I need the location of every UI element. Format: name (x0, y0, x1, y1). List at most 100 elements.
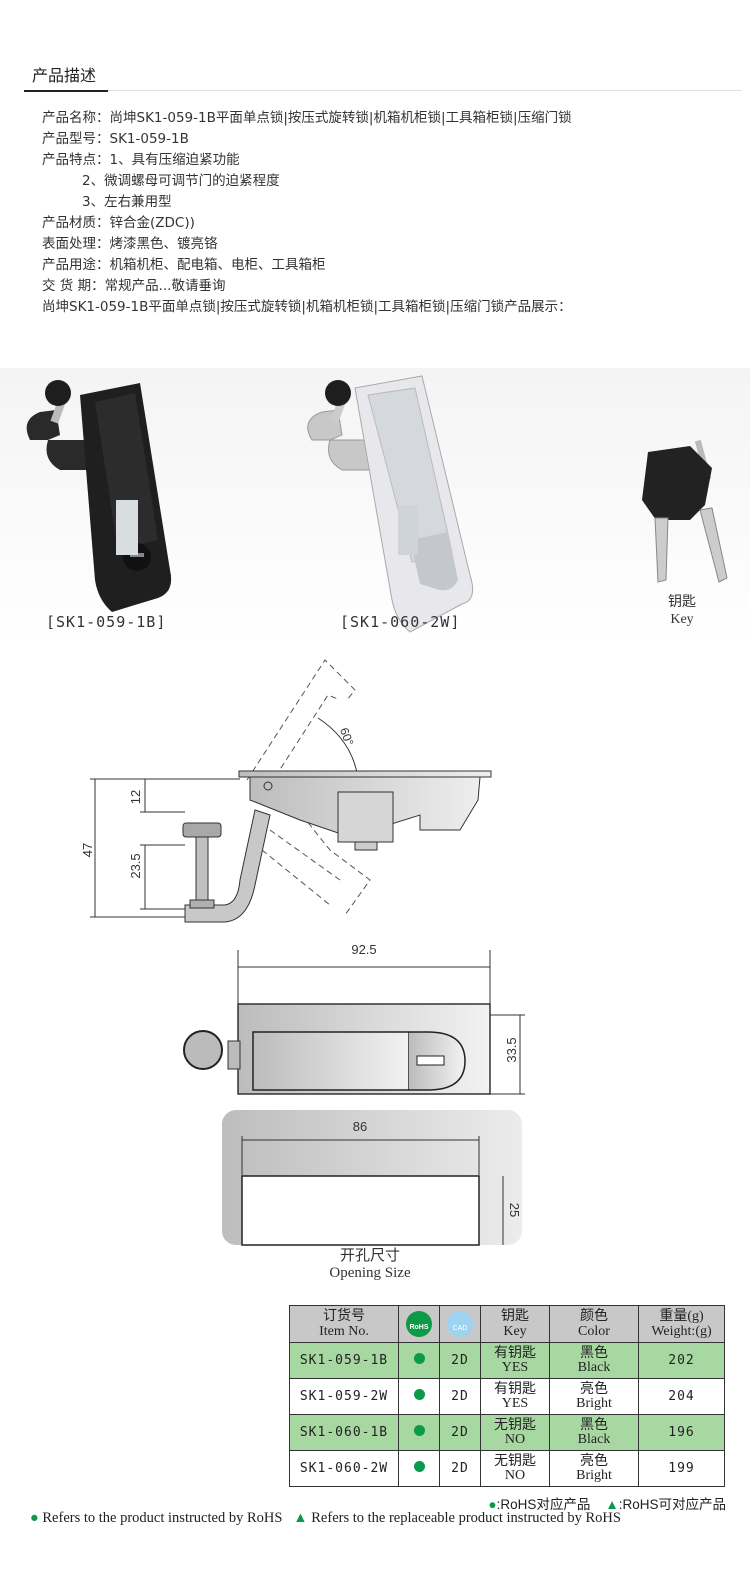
cell-cad: 2D (439, 1414, 481, 1451)
rohs-dot-icon (413, 1425, 425, 1436)
cell-rohs (398, 1342, 440, 1379)
dim-top: 12 (128, 790, 143, 804)
opening-caption-en: Opening Size (329, 1265, 411, 1281)
cell-rohs (398, 1450, 440, 1487)
section-title: 产品描述 (32, 66, 97, 85)
th-cad: CAD (439, 1305, 481, 1343)
opening-width: 25 (507, 1203, 522, 1217)
section-title-underline (24, 90, 108, 92)
cell-item: SK1-059-1B (289, 1342, 399, 1379)
rohs-icon: RoHS (406, 1311, 432, 1337)
product-description: 产品名称：尚坤SK1-059-1B平面单点锁|按压式旋转锁|机箱机柜锁|工具箱柜… (42, 108, 572, 318)
desc-label: 产品特点： (42, 152, 110, 168)
keys-image (642, 439, 728, 583)
top-view-drawing: 92.5 33.5 (183, 942, 525, 1095)
desc-row-feature-2: 2、微调螺母可调节门的迫紧程度 (42, 171, 572, 192)
dim-total-height: 47 (80, 843, 95, 857)
cell-rohs (398, 1378, 440, 1415)
key-caption-en: Key (670, 612, 694, 627)
desc-value: 常规产品...敬请垂询 (104, 278, 226, 294)
desc-label: 产品名称： (42, 110, 110, 126)
cell-weight: 196 (638, 1414, 725, 1451)
key-caption: 钥匙 Key (660, 594, 704, 628)
desc-row-model: 产品型号：SK1-059-1B (42, 129, 572, 150)
product-photos: [SK1-059-1B] [SK1-060-2W] 钥匙 Key (0, 368, 750, 648)
dim-width: 33.5 (504, 1037, 519, 1062)
opening-caption-cn: 开孔尺寸 (339, 1248, 400, 1264)
desc-value: 机箱机柜、配电箱、电柜、工具箱柜 (109, 257, 326, 273)
showcase-line: 尚坤SK1-059-1B平面单点锁|按压式旋转锁|机箱机柜锁|工具箱柜锁|压缩门… (42, 299, 572, 315)
key-caption-cn: 钥匙 (668, 595, 696, 610)
section-header: 产品描述 (24, 58, 742, 92)
cell-weight: 202 (638, 1342, 725, 1379)
desc-value: 烤漆黑色、镀亮铬 (109, 236, 218, 252)
cell-item: SK1-060-1B (289, 1414, 399, 1451)
cell-weight: 204 (638, 1378, 725, 1415)
dim-length: 92.5 (351, 942, 376, 957)
desc-value: 2、微调螺母可调节门的迫紧程度 (82, 173, 280, 189)
triangle-icon: ▲ (293, 1510, 308, 1526)
desc-value: SK1-059-1B (109, 131, 189, 147)
desc-value: 1、具有压缩迫紧功能 (109, 152, 240, 168)
lock-photos-image (26, 375, 728, 633)
black-lock-image (26, 380, 172, 612)
cell-rohs (398, 1414, 440, 1451)
side-view-drawing: 60° 47 12 23.5 (80, 659, 492, 923)
chrome-lock-image (307, 375, 474, 633)
opening-length: 86 (353, 1119, 367, 1134)
desc-row-material: 产品材质：锌合金(ZDC)) (42, 213, 572, 234)
filled-circle-icon: ● (488, 1497, 497, 1512)
desc-value: 尚坤SK1-059-1B平面单点锁|按压式旋转锁|机箱机柜锁|工具箱柜锁|压缩门… (109, 110, 572, 126)
legend-en-dot: Refers to the product instructed by RoHS (42, 1510, 283, 1526)
angle-label: 60° (337, 726, 356, 748)
rohs-dot-icon (413, 1389, 425, 1400)
cell-cad: 2D (439, 1342, 481, 1379)
desc-value: 锌合金(ZDC)) (109, 215, 195, 231)
cad-file-icon: CAD (447, 1311, 473, 1337)
desc-label: 产品用途： (42, 257, 110, 273)
desc-row-name: 产品名称：尚坤SK1-059-1B平面单点锁|按压式旋转锁|机箱机柜锁|工具箱柜… (42, 108, 572, 129)
desc-value: 3、左右兼用型 (82, 194, 172, 210)
triangle-icon: ▲ (605, 1497, 619, 1512)
filled-circle-icon: ● (30, 1510, 39, 1526)
rohs-dot-icon (413, 1461, 425, 1472)
cell-cad: 2D (439, 1450, 481, 1487)
cell-item: SK1-060-2W (289, 1450, 399, 1487)
desc-row-finish: 表面处理：烤漆黑色、镀亮铬 (42, 234, 572, 255)
desc-row-features: 产品特点：1、具有压缩迫紧功能 (42, 150, 572, 171)
legend-cn-dot: :RoHS对应产品 (496, 1497, 591, 1512)
desc-row-delivery: 交 货 期：常规产品...敬请垂询 (42, 276, 572, 297)
th-rohs: RoHS (398, 1305, 440, 1343)
cell-item: SK1-059-2W (289, 1378, 399, 1415)
opening-size-caption: 开孔尺寸 Opening Size (300, 1248, 440, 1282)
rohs-dot-icon (413, 1353, 425, 1364)
legend-en-tri: Refers to the replaceable product instru… (311, 1510, 621, 1526)
desc-label: 表面处理： (42, 236, 110, 252)
legend-cn-tri: :RoHS可对应产品 (618, 1497, 726, 1512)
legend-en: ● Refers to the product instructed by Ro… (30, 1510, 726, 1527)
cell-cad: 2D (439, 1378, 481, 1415)
desc-label: 交 货 期： (42, 278, 105, 294)
legend-cn: ●:RoHS对应产品 ▲:RoHS可对应产品 (488, 1493, 726, 1513)
desc-label: 产品材质： (42, 215, 110, 231)
th-weight: 重量(g)Weight:(g) (638, 1305, 725, 1343)
opening-size-drawing: 86 25 (222, 1110, 522, 1246)
chrome-lock-caption: [SK1-060-2W] (340, 613, 461, 631)
desc-row-usage: 产品用途：机箱机柜、配电箱、电柜、工具箱柜 (42, 255, 572, 276)
